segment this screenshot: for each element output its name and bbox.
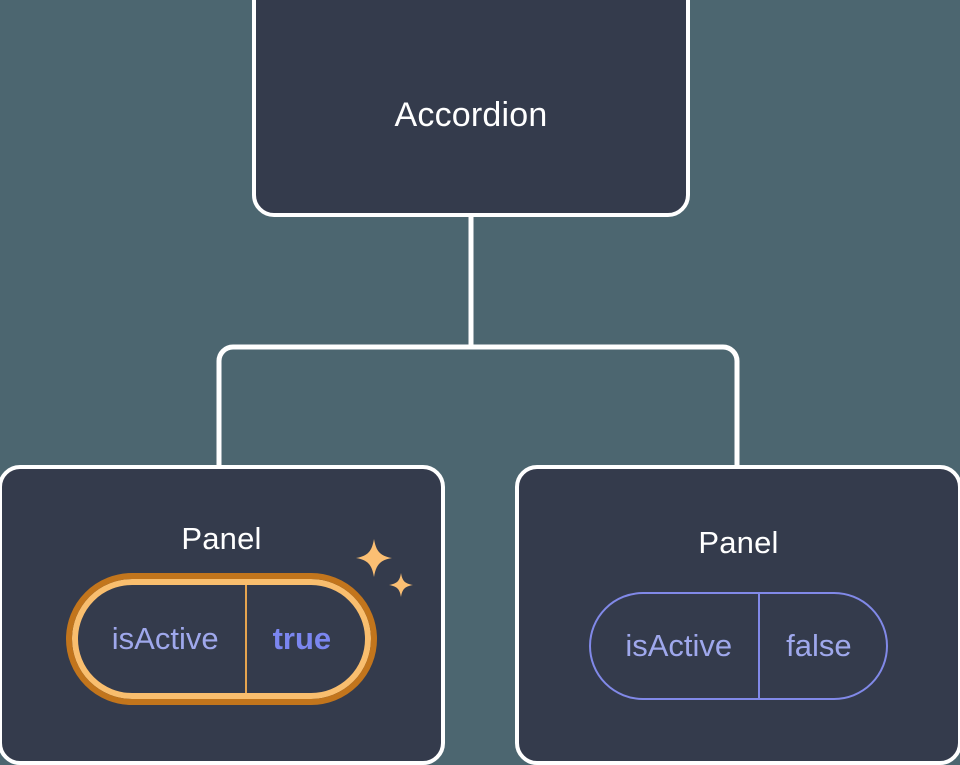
prop-value: true	[244, 585, 366, 693]
prop-key: isActive	[111, 621, 219, 656]
prop-key: isActive	[625, 628, 733, 663]
node-panel-inactive[interactable]: Panel isActive false	[515, 465, 960, 765]
node-panel-inactive-label: Panel	[698, 525, 779, 560]
node-panel-active[interactable]: Panel isActive true	[0, 465, 445, 765]
prop-pill-wrap-active: isActive true	[2, 573, 441, 705]
node-accordion-label: Accordion	[394, 96, 548, 134]
prop-pill-isactive-true[interactable]: isActive true	[65, 573, 378, 705]
node-panel-active-label: Panel	[181, 521, 262, 556]
connector-branch-right	[471, 344, 740, 470]
prop-pill-wrap-inactive: isActive false	[519, 592, 958, 700]
prop-value: false	[758, 594, 885, 698]
node-accordion[interactable]: Accordion	[252, 0, 690, 217]
prop-pill-isactive-false[interactable]: isActive false	[589, 592, 888, 700]
connector-branch-left	[216, 344, 471, 470]
